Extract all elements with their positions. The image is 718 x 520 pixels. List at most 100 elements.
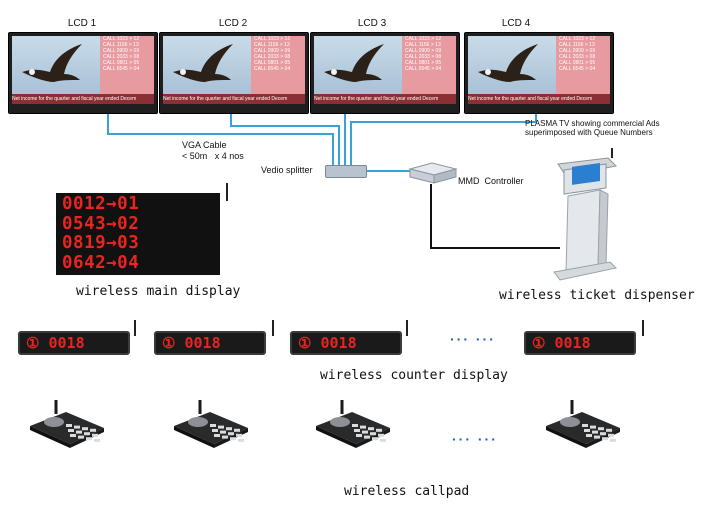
- counter-value: ① 0018: [162, 334, 221, 352]
- plasma-note: PLASMA TV showing commercial Ads superim…: [525, 119, 660, 137]
- callpad-speaker: [560, 417, 580, 427]
- callpad-body: [30, 412, 104, 444]
- news-ticker: Net income for the quarter and fiscal ye…: [12, 94, 154, 104]
- callpad-body: [316, 412, 390, 444]
- counter-value: ① 0018: [26, 334, 85, 352]
- callpad-key: [74, 425, 80, 429]
- callpad-key: [586, 434, 592, 437]
- news-ticker: Net income for the quarter and fiscal ye…: [163, 94, 305, 104]
- video-splitter-device: [325, 165, 367, 178]
- callpad-base: [316, 426, 356, 448]
- queue-call-line: CALL 1023 > 12: [254, 36, 291, 42]
- lcd-bezel: [311, 107, 459, 113]
- counter-value: ① 0018: [532, 334, 591, 352]
- news-ticker: Net income for the quarter and fiscal ye…: [468, 94, 610, 104]
- callpad-body: [546, 412, 620, 444]
- counter-value: ① 0018: [298, 334, 357, 352]
- callpad-key: [234, 428, 240, 432]
- callpad-speaker: [44, 417, 64, 427]
- splitter-label: Vedio splitter: [261, 165, 313, 175]
- callpad-ellipsis: ··· ···: [452, 431, 498, 447]
- queue-call-line: CALL 6545 > 04: [559, 66, 596, 72]
- vga-cable-4: [350, 114, 537, 166]
- callpad-key: [364, 435, 370, 439]
- callpad-key: [352, 424, 358, 427]
- queue-call-line: CALL 0909 > 09: [559, 48, 596, 54]
- vga-cable-1: [107, 114, 334, 166]
- lcd-4-label: LCD 4: [501, 18, 531, 29]
- callpad-key: [214, 434, 220, 437]
- counter-antenna: [272, 320, 274, 336]
- queue-call-line: CALL 2033 > 08: [103, 54, 140, 60]
- vga-cable-label: VGA Cable: [182, 140, 227, 150]
- queue-call-line: CALL 1156 > 13: [103, 42, 139, 48]
- queue-call-line: CALL 0801 > 05: [254, 60, 291, 66]
- main-display-row: 0642→04: [62, 252, 140, 273]
- main-display-panel: 0012→01 0543→02 0819→03 0642→04: [56, 193, 220, 275]
- callpad-key: [590, 425, 596, 429]
- plasma-note-line-2: superimposed with Queue Numbers: [525, 128, 653, 137]
- callpad-key: [238, 438, 244, 442]
- counter-display-2: ① 0018: [154, 331, 266, 355]
- queue-call-line: CALL 0909 > 09: [103, 48, 140, 54]
- counter-display-4: ① 0018: [524, 331, 636, 355]
- callpad-key: [354, 429, 360, 432]
- queue-call-line: CALL 6545 > 04: [254, 66, 291, 72]
- callpad-key: [592, 430, 598, 434]
- callpad-1: [30, 400, 104, 448]
- main-display-antenna: [226, 183, 228, 201]
- callpad-key: [608, 433, 614, 437]
- callpad-key: [370, 432, 376, 436]
- main-display-label: wireless main display: [76, 284, 241, 299]
- callpad-key: [598, 427, 604, 431]
- callpad-speaker: [188, 417, 208, 427]
- callpad-label: wireless callpad: [344, 484, 470, 499]
- callpad-key: [356, 434, 362, 437]
- callpad-key: [584, 429, 590, 432]
- eagle-icon: [478, 44, 538, 82]
- callpad-key: [376, 428, 382, 432]
- queue-call-line: CALL 1023 > 12: [559, 36, 596, 42]
- callpad-key: [230, 437, 236, 441]
- callpad-key: [226, 427, 232, 431]
- vga-cable-length: < 50m x 4 nos: [182, 151, 244, 161]
- counter-antenna: [406, 320, 408, 336]
- callpad-key: [378, 433, 384, 437]
- queue-call-line: CALL 1023 > 12: [405, 36, 442, 42]
- callpad-key: [86, 437, 92, 441]
- queue-call-line: CALL 0801 > 05: [103, 60, 140, 66]
- callpad-key: [78, 435, 84, 439]
- lcd-3-label: LCD 3: [357, 18, 387, 29]
- queue-call-line: CALL 1156 > 13: [405, 42, 441, 48]
- callpad-key: [594, 435, 600, 439]
- callpad-key: [70, 434, 76, 437]
- dispenser-label: wireless ticket dispenser: [499, 288, 695, 303]
- callpad-key: [372, 437, 378, 441]
- callpad-key: [218, 425, 224, 429]
- queue-call-line: CALL 6545 > 04: [405, 66, 442, 72]
- queue-call-line: CALL 2033 > 08: [254, 54, 291, 60]
- lcd-bezel: [160, 107, 308, 113]
- eagle-icon: [173, 44, 233, 82]
- callpad-key: [210, 424, 216, 427]
- queue-call-line: CALL 1156 > 13: [559, 42, 595, 48]
- callpad-key: [82, 427, 88, 431]
- controller-label: MMD Controller: [458, 176, 524, 186]
- mmd-controller-device: [408, 162, 458, 184]
- callpad-key: [602, 437, 608, 441]
- news-ticker: Net income for the quarter and fiscal ye…: [314, 94, 456, 104]
- callpad-key: [368, 427, 374, 431]
- counter-ellipsis: ··· ···: [450, 331, 496, 347]
- counter-antenna: [134, 320, 136, 336]
- callpad-key: [582, 424, 588, 427]
- callpad-key: [94, 438, 100, 442]
- callpad-key: [66, 424, 72, 427]
